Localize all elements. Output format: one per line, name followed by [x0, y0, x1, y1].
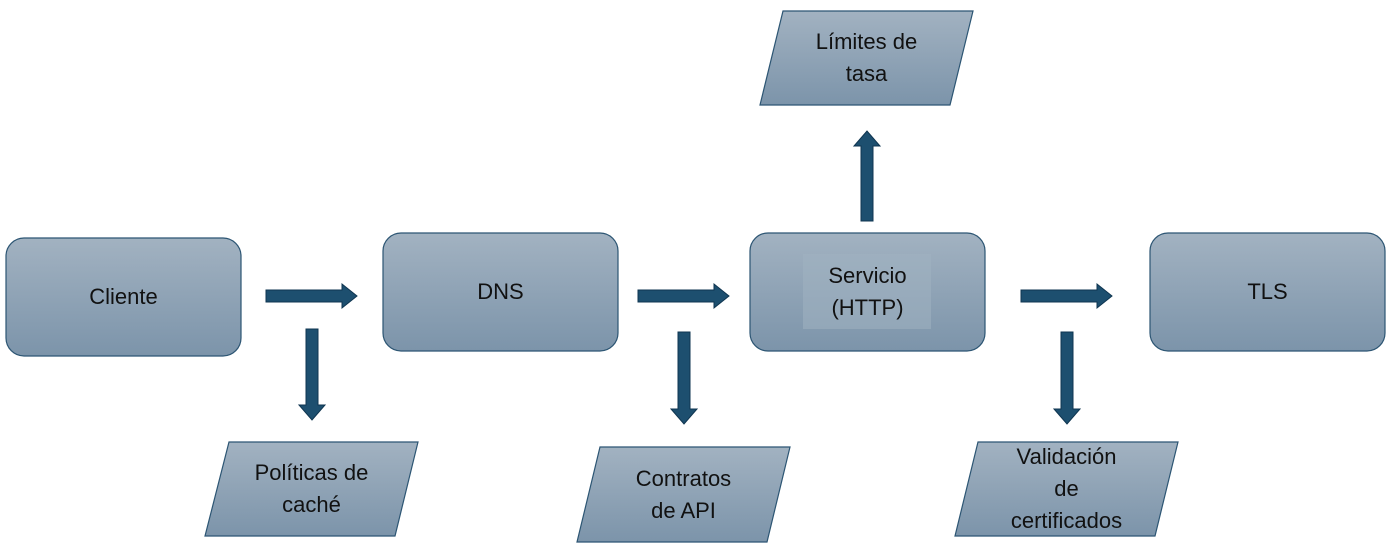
arrow-dns-to-servicio	[637, 282, 730, 310]
node-politicas-label: Políticas de caché	[205, 442, 418, 536]
node-dns-box	[382, 232, 619, 352]
label-line: tasa	[845, 61, 888, 86]
label-line: Cliente	[89, 284, 158, 309]
servicio-label-highlight	[803, 254, 931, 329]
label-line: de	[1054, 476, 1079, 501]
node-politicas-shape	[204, 441, 419, 537]
node-dns-label: DNS	[383, 233, 618, 351]
arrow-cliente-to-politicas	[297, 328, 327, 421]
arrow-dns-to-contratos	[669, 331, 699, 425]
node-cliente-label: Cliente	[6, 238, 241, 356]
label-line: certificados	[1010, 508, 1123, 533]
arrow-servicio-to-limites	[852, 130, 882, 222]
label-line: Políticas de	[254, 460, 369, 485]
node-tls-box	[1149, 232, 1386, 352]
node-cliente-box	[5, 237, 242, 357]
arrow-servicio-to-tls	[1020, 282, 1113, 310]
node-contratos-shape	[576, 446, 791, 543]
label-line: de API	[651, 497, 716, 523]
node-limites-shape	[759, 10, 974, 106]
node-servicio-label: Servicio (HTTP)	[750, 233, 985, 351]
label-line: Servicio	[828, 263, 907, 288]
arrow-cliente-to-dns	[265, 282, 358, 310]
label-line: Contratos	[635, 465, 732, 491]
label-line: (HTTP)	[831, 295, 904, 320]
node-tls-label: TLS	[1150, 233, 1385, 351]
label-line: DNS	[477, 279, 524, 304]
node-validacion-label: Validación de certificados	[955, 440, 1178, 538]
label-line: Validación	[1016, 444, 1117, 469]
label-line: TLS	[1247, 279, 1288, 304]
node-validacion-shape	[954, 441, 1179, 537]
node-limites-label: Límites de tasa	[760, 11, 973, 105]
label-line: caché	[282, 492, 341, 517]
arrow-tls-to-validacion	[1052, 331, 1082, 425]
node-contratos-label: Contratos de API	[577, 447, 790, 542]
label-line: Límites de	[815, 29, 918, 54]
